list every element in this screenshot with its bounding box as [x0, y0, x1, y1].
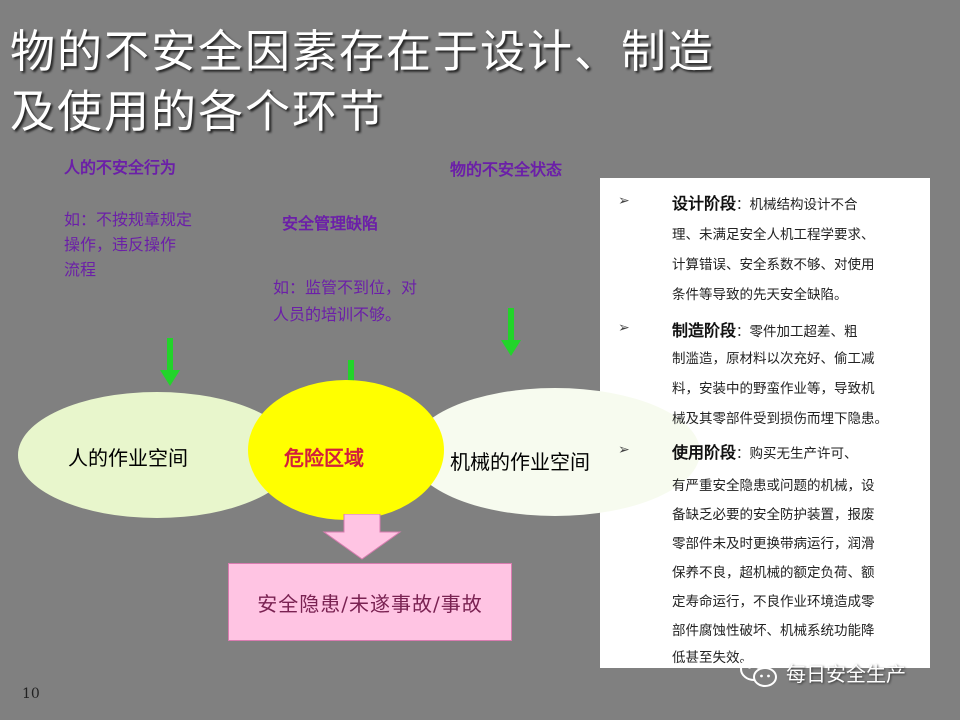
stage-line: 低甚至失效。	[672, 650, 753, 666]
stage-label: 设计阶段	[672, 194, 737, 213]
bullet-arrow-icon: ➢	[618, 193, 630, 209]
stage-line: 备缺乏必要的安全防护装置，报废	[672, 507, 875, 523]
object-unsafe-state-heading: 物的不安全状态	[450, 160, 563, 179]
pink-down-arrow-icon	[322, 513, 402, 564]
slide-title: 物的不安全因素存在于设计、制造 及使用的各个环节	[10, 22, 870, 142]
machine-work-space-label: 机械的作业空间	[450, 450, 590, 474]
stage-line: 械及其零部件受到损伤而埋下隐患。	[672, 411, 888, 427]
stage-line: 条件等导致的先天安全缺陷。	[672, 287, 848, 303]
danger-zone-label: 危险区域	[284, 446, 364, 470]
stage-text: ：机械结构设计不合	[736, 197, 858, 213]
stage-line: 使用阶段：购买无生产许可、	[672, 439, 858, 463]
slide-title-line-1: 物的不安全因素存在于设计、制造	[10, 25, 716, 78]
human-unsafe-behavior-heading: 人的不安全行为	[64, 158, 177, 177]
stage-line: 计算错误、安全系数不够、对使用	[672, 257, 875, 273]
watermark-text: 每日安全生产	[786, 661, 906, 686]
stage-text: ：购买无生产许可、	[736, 446, 858, 462]
machine-work-space-ellipse	[410, 388, 700, 516]
bullet-arrow-icon: ➢	[618, 320, 630, 336]
stage-text: ：零件加工超差、粗	[736, 324, 858, 340]
stage-line: 制滥造，原材料以次充好、偷工减	[672, 351, 875, 367]
human-work-space-label: 人的作业空间	[68, 446, 188, 470]
result-box: 安全隐患/未遂事故/事故	[228, 563, 512, 641]
green-down-arrow-icon	[160, 338, 180, 388]
example-line: 如：监管不到位，对	[273, 278, 418, 297]
stage-line: 料，安装中的野蛮作业等，导致机	[672, 381, 875, 397]
example-line: 流程	[64, 260, 97, 279]
stage-label: 制造阶段	[672, 321, 737, 340]
stage-line: 定寿命运行，不良作业环境造成零	[672, 594, 875, 610]
wechat-logo-icon	[740, 657, 777, 687]
watermark: 每日安全生产	[740, 656, 906, 688]
stage-line: 设计阶段：机械结构设计不合	[672, 190, 858, 214]
page-number: 10	[22, 686, 40, 702]
green-down-arrow-icon	[501, 308, 521, 358]
example-line: 操作，违反操作	[64, 235, 177, 254]
stage-line: 有严重安全隐患或问题的机械，设	[672, 478, 875, 494]
slide-title-line-2: 及使用的各个环节	[10, 85, 387, 138]
stage-line: 零部件未及时更换带病运行，润滑	[672, 536, 875, 552]
bullet-arrow-icon: ➢	[618, 442, 630, 458]
management-defect-heading: 安全管理缺陷	[282, 214, 379, 233]
stage-line: 部件腐蚀性破坏、机械系统功能降	[672, 623, 875, 639]
management-defect-example: 如：监管不到位，对 人员的培训不够。	[273, 274, 417, 328]
human-unsafe-behavior-example: 如：不按规章规定 操作，违反操作 流程	[64, 207, 192, 282]
stage-line: 理、未满足安全人机工程学要求、	[672, 227, 875, 243]
stage-line: 保养不良，超机械的额定负荷、额	[672, 565, 875, 581]
stage-line: 制造阶段：零件加工超差、粗	[672, 317, 858, 341]
stage-label: 使用阶段	[672, 443, 737, 462]
danger-zone-ellipse	[248, 380, 444, 520]
example-line: 人员的培训不够。	[273, 305, 402, 324]
example-line: 如：不按规章规定	[64, 210, 193, 229]
